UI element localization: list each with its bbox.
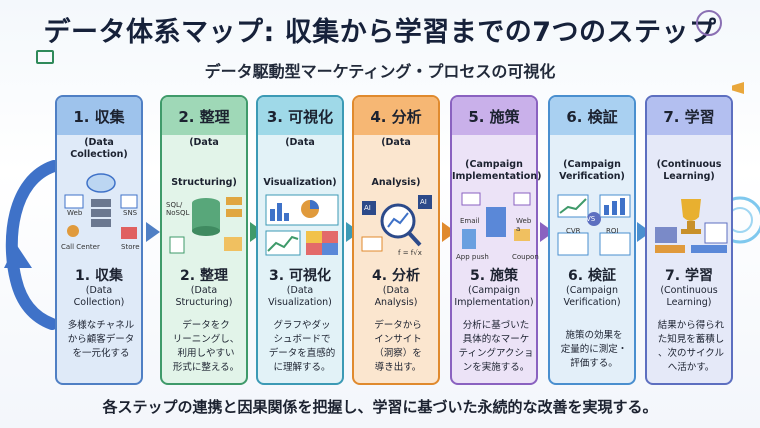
step-header: 2. 整理 — [162, 97, 246, 135]
step-en: (Data Collection) — [70, 137, 128, 160]
formula-label: f = f√x — [398, 249, 422, 257]
step-visualization: 3. 可視化 (Data Visualization) 3. 可視化 (Data… — [256, 95, 344, 385]
step-en: (Data — [189, 137, 219, 148]
chart-icon — [36, 50, 54, 64]
channel-label: Web a — [516, 217, 532, 233]
step-title: 4. 分析 — [370, 107, 422, 126]
campaign-illustration — [461, 192, 531, 249]
verification-illustration — [557, 194, 631, 256]
step-title: 1. 収集 — [73, 107, 125, 126]
step-en: Structuring) — [171, 177, 237, 188]
step-en: Analysis) — [371, 177, 421, 188]
analysis-illustration — [361, 195, 432, 252]
step-description: データをクリーニングし、利用しやすい形式に整える。 — [172, 320, 240, 373]
page-subtitle: データ駆動型マーケティング・プロセスの可視化 — [204, 62, 556, 81]
step-en: (Data — [285, 137, 315, 148]
step-title-repeat: 6. 検証 — [568, 268, 616, 284]
step-en: (Data — [381, 137, 411, 148]
metric-label: CVR — [566, 227, 581, 235]
ai-label: AI — [364, 204, 371, 212]
cycle-arrow-icon — [4, 160, 60, 330]
step-title: 3. 可視化 — [266, 107, 334, 126]
step-header: 6. 検証 — [550, 97, 634, 135]
arrow-right-icon — [146, 222, 160, 242]
channel-label: App push — [456, 253, 489, 261]
source-label: Web — [67, 209, 83, 217]
channel-label: Coupon — [512, 253, 539, 261]
step-title-repeat: 2. 整理 — [180, 268, 228, 284]
step-header: 5. 施策 — [452, 97, 536, 135]
step-title: 7. 学習 — [663, 107, 715, 126]
step-en: Visualization) — [263, 177, 337, 188]
step-description: グラフやダッシュボードでデータを直感的に理解する。 — [268, 320, 336, 373]
step-title-repeat: 3. 可視化 — [269, 268, 331, 284]
database-illustration — [169, 197, 242, 254]
target-icon — [696, 10, 722, 36]
step-description: 多様なチャネルから顧客データを一元化する — [67, 320, 135, 359]
step-title: 6. 検証 — [566, 107, 618, 126]
step-title-repeat: 7. 学習 — [665, 268, 713, 284]
step-title: 5. 施策 — [468, 107, 520, 126]
learning-illustration — [655, 199, 728, 253]
db-label: SQL/NoSQL — [166, 201, 190, 217]
step-description: データからインサイト（洞察）を導き出す。 — [374, 320, 422, 373]
step-title: 2. 整理 — [178, 107, 230, 126]
data-sources-illustration — [64, 173, 138, 239]
source-label: SNS — [123, 209, 138, 217]
step-header: 1. 収集 — [57, 97, 141, 135]
step-description: 結果から得られた知見を蓄積し、次のサイクルへ活かす。 — [657, 320, 725, 373]
source-label: Store — [121, 243, 140, 251]
step-title-repeat: 4. 分析 — [372, 268, 420, 284]
step-description: 施策の効果を定量的に測定・評価する。 — [560, 330, 628, 369]
megaphone-icon — [732, 82, 744, 94]
step-header: 3. 可視化 — [258, 97, 342, 135]
step-structuring: 2. 整理 (Data Structuring) SQL/NoSQL 2. 整理… — [160, 95, 248, 385]
source-label: Call Center — [61, 243, 100, 251]
step-analysis: 4. 分析 (Data Analysis) AI AI f = f√x 4. 分… — [352, 95, 440, 385]
metric-label: ROI — [606, 227, 619, 235]
step-title-repeat: 1. 収集 — [75, 268, 123, 284]
step-collection: 1. 収集 (Data Collection) Web SNS Call Cen… — [55, 95, 143, 385]
step-header: 7. 学習 — [647, 97, 731, 135]
step-description: 分析に基づいた具体的なマーケティングアクションを実施する。 — [458, 320, 534, 373]
channel-label: Email — [460, 217, 480, 225]
footer-summary: 各ステップの連携と因果関係を把握し、学習に基づいた永続的な改善を実現する。 — [102, 398, 658, 416]
step-header: 4. 分析 — [354, 97, 438, 135]
vs-label: VS — [586, 215, 596, 223]
page-title: データ体系マップ: 収集から学習までの7つのステップ — [43, 17, 717, 48]
dashboard-illustration — [265, 194, 339, 256]
ai-label: AI — [420, 198, 427, 206]
step-title-repeat: 5. 施策 — [470, 268, 518, 284]
